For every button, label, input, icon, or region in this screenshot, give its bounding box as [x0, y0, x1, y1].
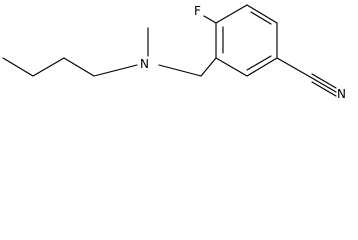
bond-butyl-c2-c3 — [32, 57, 65, 77]
structure-diagram: F N N — [2, 4, 346, 101]
bond-butyl-c3-c4 — [63, 57, 95, 77]
bond-ring-fluorine — [203, 15, 217, 24]
bond-nitrile-triple-2 — [311, 77, 337, 93]
ring-inner-double-2 — [250, 11, 272, 25]
bond-ring-nitrile-carbon — [276, 57, 313, 79]
bond-ch2-ring — [200, 57, 217, 77]
bond-nitrile-triple-3 — [311, 81, 337, 97]
nitrile-nitrogen-label: N — [337, 87, 346, 101]
ring-inner-double-3 — [246, 55, 272, 71]
ring-bond-2 — [215, 4, 248, 24]
ring-bond-5 — [246, 57, 278, 77]
bond-n-ch2 — [158, 64, 202, 77]
ring-bond-3 — [246, 4, 278, 24]
bond-butyl-c1-c2 — [2, 57, 34, 77]
fluorine-atom-label: F — [194, 4, 201, 18]
bond-butyl-c4-n — [93, 64, 138, 77]
amine-nitrogen-label: N — [140, 57, 149, 71]
molecule-structure: F N N — [0, 0, 358, 116]
ring-bond-6 — [215, 57, 248, 77]
bond-nitrile-triple-1 — [311, 73, 337, 89]
